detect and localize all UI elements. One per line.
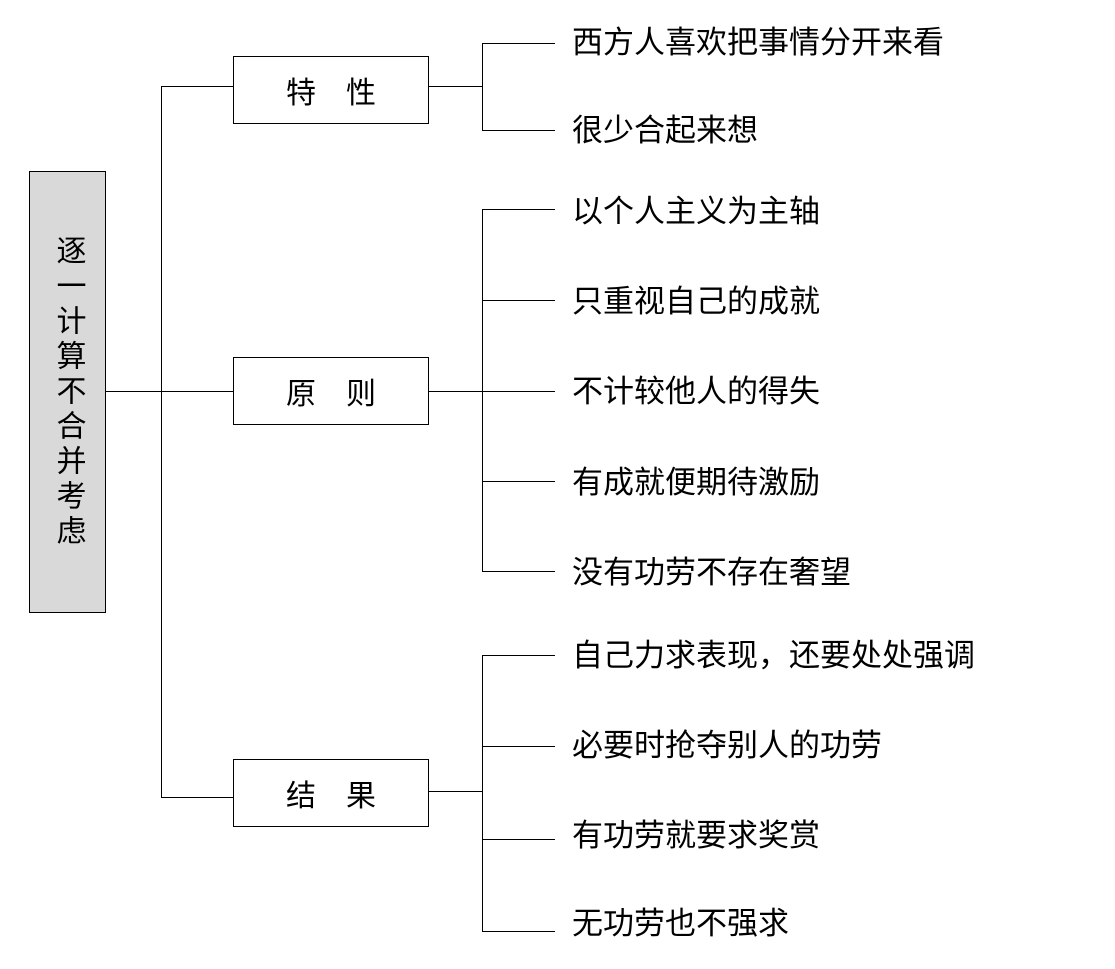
branch-label: 原 则: [286, 377, 376, 412]
branch-2-out-line: [429, 391, 482, 392]
branch-2-bracket: [482, 209, 483, 572]
branch-node-principles: 原 则: [233, 357, 429, 425]
branch-label: 特 性: [286, 76, 376, 111]
leaf-text: 不计较他人的得失: [572, 374, 820, 410]
branch-label: 结 果: [286, 779, 376, 814]
leaf-line: [482, 746, 555, 747]
leaf-line: [482, 300, 555, 301]
leaf-text: 必要时抢夺别人的功劳: [572, 728, 882, 764]
leaf-line: [482, 571, 555, 572]
branch-node-results: 结 果: [233, 759, 429, 827]
leaf-text: 有功劳就要求奖赏: [572, 818, 820, 854]
leaf-text: 有成就便期待激励: [572, 465, 820, 501]
leaf-line: [482, 391, 555, 392]
branch-3-bracket: [482, 655, 483, 932]
leaf-text: 只重视自己的成就: [572, 284, 820, 320]
leaf-line: [482, 839, 555, 840]
leaf-line: [482, 43, 555, 44]
branch-connector-3: [161, 797, 233, 798]
leaf-text: 西方人喜欢把事情分开来看: [572, 25, 944, 61]
leaf-text: 无功劳也不强求: [572, 906, 789, 942]
branch-3-out-line: [429, 791, 482, 792]
branch-connector-2: [161, 391, 233, 392]
trunk-line: [161, 86, 162, 797]
branch-node-characteristics: 特 性: [233, 56, 429, 124]
leaf-line: [482, 130, 555, 131]
leaf-line: [482, 209, 555, 210]
leaf-text: 很少合起来想: [572, 113, 758, 149]
branch-1-bracket: [482, 43, 483, 131]
leaf-text: 自己力求表现，还要处处强调: [572, 638, 975, 674]
root-label: 逐一计算不合并考虑: [50, 234, 86, 550]
branch-connector-1: [161, 86, 233, 87]
leaf-text: 以个人主义为主轴: [572, 194, 820, 230]
leaf-line: [482, 931, 555, 932]
leaf-text: 没有功劳不存在奢望: [572, 555, 851, 591]
leaf-line: [482, 655, 555, 656]
branch-1-out-line: [429, 86, 482, 87]
root-node: 逐一计算不合并考虑: [29, 171, 106, 613]
root-connector: [106, 391, 161, 392]
leaf-line: [482, 481, 555, 482]
